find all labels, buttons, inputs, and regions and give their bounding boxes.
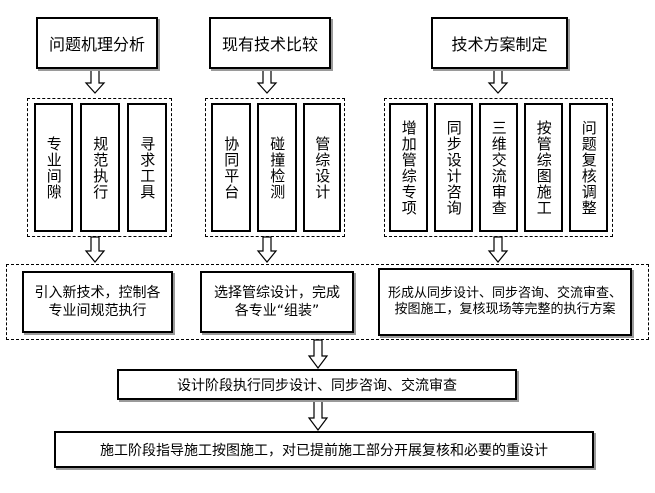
header-problem-analysis: 问题机理分析 <box>36 17 158 69</box>
item-sync-design-consult: 同步设计咨询 <box>434 103 473 232</box>
down-arrow-2 <box>256 69 278 94</box>
item-add-pipeline-special: 增加管综专项 <box>389 103 428 232</box>
group-tech-comparison <box>205 98 345 237</box>
result-pipeline-assembly: 选择管综设计，完成各专业“组装” <box>200 271 354 333</box>
item-3d-review: 三维交流审查 <box>479 103 518 232</box>
item-build-by-drawing: 按管综图施工 <box>524 103 563 232</box>
item-pipeline-design: 管综设计 <box>303 103 341 232</box>
result-new-tech: 引入新技术，控制各专业间规范执行 <box>22 271 173 333</box>
header-solution-design: 技术方案制定 <box>431 17 568 69</box>
item-clash-detection: 碰撞检测 <box>257 103 297 232</box>
step-design-phase: 设计阶段执行同步设计、同步咨询、交流审查 <box>117 369 517 400</box>
item-professional-gap: 专业间隙 <box>34 103 73 232</box>
down-arrow-1 <box>84 69 106 94</box>
down-arrow-5 <box>256 236 278 263</box>
result-full-plan: 形成从同步设计、同步咨询、交流审查、按图施工，复核现场等完整的执行方案 <box>378 268 632 336</box>
group-solution-design <box>384 98 613 237</box>
down-arrow-7 <box>307 339 329 369</box>
item-norm-execution: 规范执行 <box>80 103 120 232</box>
down-arrow-4 <box>84 236 106 263</box>
header-tech-comparison: 现有技术比较 <box>209 17 331 69</box>
group-problem-analysis <box>27 98 172 237</box>
item-recheck-adjust: 问题复核调整 <box>569 103 608 232</box>
step-construction-phase: 施工阶段指导施工按图施工，对已提前施工部分开展复核和必要的重设计 <box>54 431 594 468</box>
down-arrow-3 <box>487 69 509 94</box>
down-arrow-6 <box>487 236 509 263</box>
item-collab-platform: 协同平台 <box>211 103 251 232</box>
item-seek-tools: 寻求工具 <box>127 103 167 232</box>
down-arrow-8 <box>307 400 329 431</box>
results-frame <box>6 264 649 340</box>
